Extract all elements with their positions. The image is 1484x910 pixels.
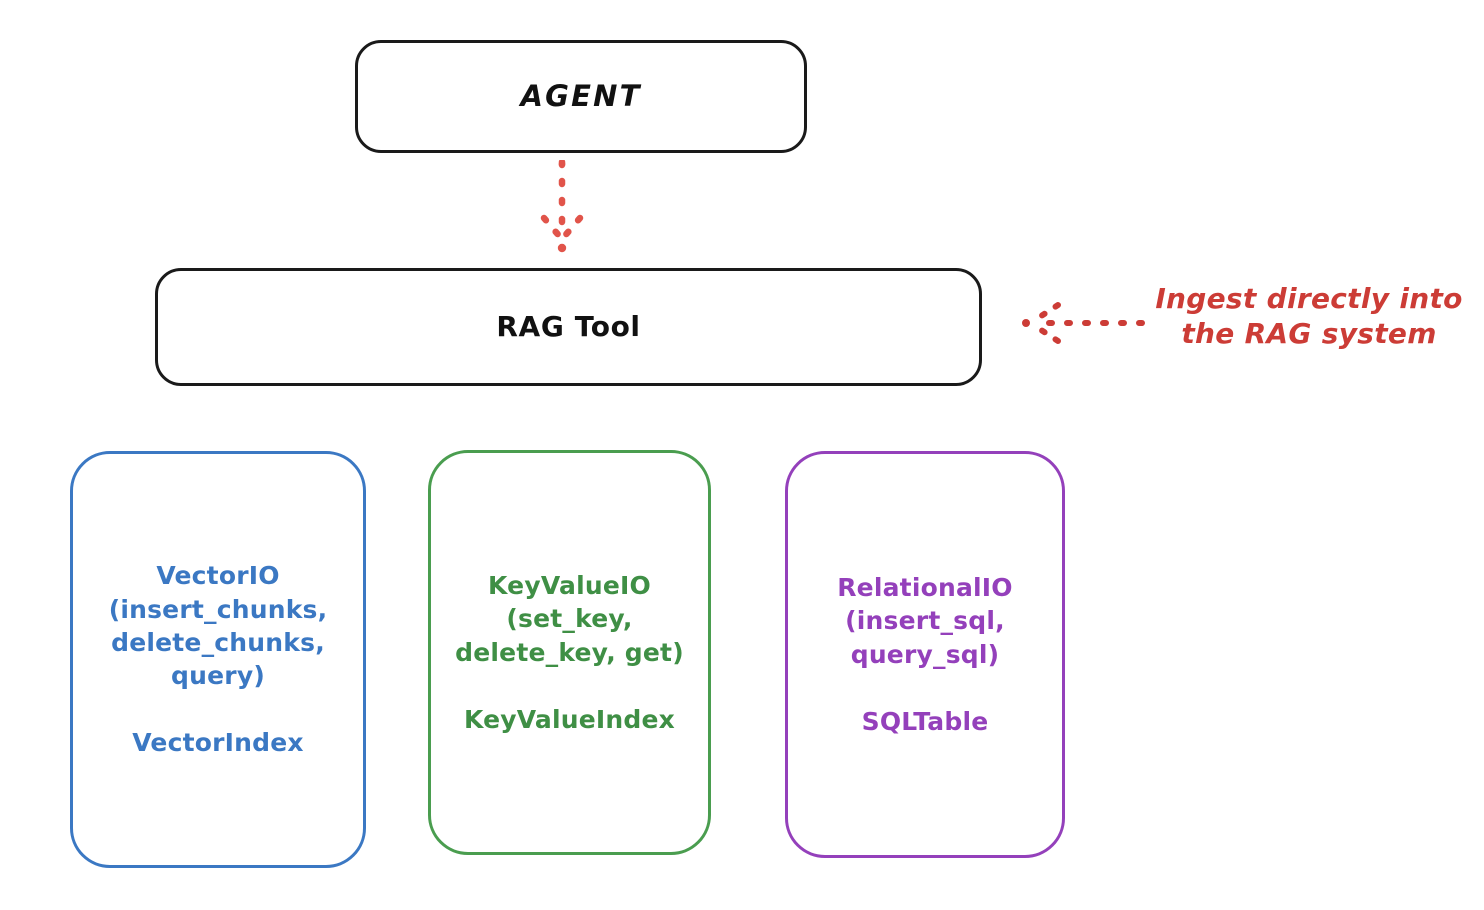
node-agent-label: AGENT xyxy=(520,78,642,113)
card-keyvalueio-index-label: KeyValueIndex xyxy=(463,704,676,734)
annotation-ingest-label: Ingest directly into the RAG system xyxy=(1155,282,1463,351)
node-rag-tool-label: RAG Tool xyxy=(496,310,641,344)
connector-ingest-annotation-icon xyxy=(1022,302,1145,344)
card-vectorio-api-label: VectorIO (insert_chunks, delete_chunks, … xyxy=(108,561,328,691)
card-relationalio-api-label: RelationalIO (insert_sql, query_sql) xyxy=(837,573,1013,669)
card-keyvalueio[interactable]: KeyValueIO (set_key, delete_key, get) Ke… xyxy=(428,450,711,855)
node-agent[interactable]: AGENT xyxy=(355,40,807,153)
card-vectorio[interactable]: VectorIO (insert_chunks, delete_chunks, … xyxy=(70,451,366,868)
card-vectorio-index-label: VectorIndex xyxy=(132,728,304,758)
node-rag-tool[interactable]: RAG Tool xyxy=(155,268,982,386)
card-relationalio-index-label: SQLTable xyxy=(861,706,989,736)
card-keyvalueio-api-label: KeyValueIO (set_key, delete_key, get) xyxy=(455,571,684,667)
annotation-ingest: Ingest directly into the RAG system xyxy=(1144,281,1474,352)
card-relationalio[interactable]: RelationalIO (insert_sql, query_sql) SQL… xyxy=(785,451,1065,858)
connector-agent-to-rag-tool-icon xyxy=(540,160,584,253)
